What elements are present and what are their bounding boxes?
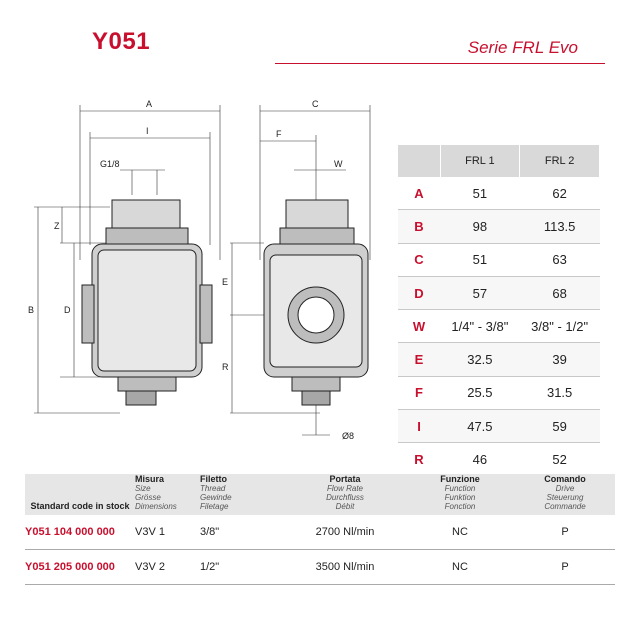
stock-code: Y051 104 000 000 [25,515,135,550]
dim-frl2: 3/8" - 1/2" [519,309,600,344]
stock-size: V3V 2 [135,549,200,585]
technical-drawing: A I G1/8 Z B D C F W E R Ø8 [28,99,371,441]
label-g18: G1/8 [100,159,120,169]
label-d: D [64,305,71,315]
label-w: W [334,159,343,169]
dim-label: I [398,409,440,444]
dim-frl1: 57 [440,276,520,311]
dim-label: C [398,243,440,277]
stock-thread: 3/8" [200,515,285,550]
dim-frl2: 31.5 [519,376,600,411]
dim-label: R [398,442,440,477]
label-a: A [146,99,152,109]
dim-frl1: 47.5 [440,409,520,444]
label-f: F [276,129,282,139]
stock-flow: 2700 Nl/min [285,515,405,550]
stock-drive: P [515,549,615,585]
stock-drive: P [515,515,615,550]
dim-label: F [398,376,440,411]
dim-label: E [398,342,440,377]
dim-frl2: 62 [519,177,600,211]
dimensions-header-row: FRL 1 FRL 2 [398,145,600,177]
dim-frl2: 52 [519,442,600,477]
stock-code: Y051 205 000 000 [25,549,135,585]
label-diameter: Ø8 [342,431,354,441]
dim-label: D [398,276,440,311]
dim-frl2: 113.5 [519,209,600,244]
series-title: Serie FRL Evo [467,38,578,57]
table-row: Y051 205 000 000 V3V 2 1/2" 3500 Nl/min … [25,549,615,585]
dim-label: Z [398,476,440,510]
dim-frl1: 19.2 [440,476,520,510]
dim-frl2: 39 [519,342,600,377]
page-title: Y051 [92,28,151,55]
dim-label: A [398,177,440,211]
dim-frl2: 68 [519,276,600,311]
label-c: C [312,99,319,109]
label-e: E [222,277,228,287]
stock-function: NC [405,515,515,550]
dimensions-header [398,145,441,177]
series-divider [275,63,605,64]
label-r: R [222,362,229,372]
dimensions-header: FRL 1 [440,145,521,177]
dim-frl2: 63 [519,243,600,277]
dim-frl2: 59 [519,409,600,444]
stock-function: NC [405,549,515,585]
dim-label: B [398,209,440,244]
dim-frl1: 46 [440,442,520,477]
dim-frl2: 22 [519,476,600,510]
label-z: Z [54,221,60,231]
dim-frl1: 25.5 [440,376,520,411]
label-b: B [28,305,34,315]
dim-frl1: 51 [440,177,520,211]
dim-frl1: 51 [440,243,520,277]
stock-thread: 1/2" [200,549,285,585]
stock-flow: 3500 Nl/min [285,549,405,585]
dim-label: W [398,309,440,344]
dim-frl1: 1/4" - 3/8" [440,309,520,344]
dim-frl1: 98 [440,209,520,244]
table-row: Y051 104 000 000 V3V 1 3/8" 2700 Nl/min … [25,515,615,550]
stock-header-code: Standard code in stock [30,501,130,511]
dimensions-header: FRL 2 [519,145,600,177]
label-i: I [146,126,149,136]
dim-frl1: 32.5 [440,342,520,377]
stock-size: V3V 1 [135,515,200,550]
